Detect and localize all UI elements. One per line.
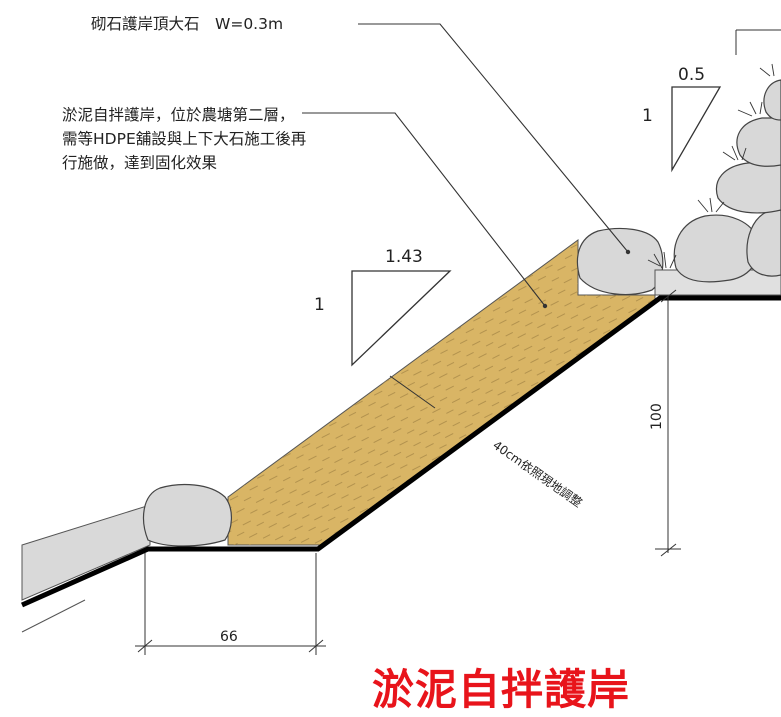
stone-wall-rock-4 — [736, 117, 781, 167]
left-ground-hairline — [21, 599, 86, 633]
sludge-leader-dot — [542, 303, 548, 309]
main-slope-rise-label: 1 — [314, 295, 325, 315]
upper-slope-rise-label: 1 — [642, 106, 653, 126]
sludge-fill-hatch — [228, 240, 655, 545]
hdpe-liner — [148, 295, 781, 552]
sludge-leader — [302, 112, 546, 307]
stone-wall-rock-2 — [746, 209, 781, 277]
slope-section-mark — [389, 375, 436, 409]
drawing-title: 淤泥自拌護岸 — [372, 665, 631, 714]
stone-wall-rock-5 — [763, 79, 781, 121]
main-slope-triangle — [351, 270, 452, 367]
height-dimension-label: 100 — [649, 403, 665, 430]
grass-tufts — [647, 63, 775, 269]
thickness-note: 40cm依照現地調整 — [490, 437, 585, 510]
top-stone-leader — [358, 23, 629, 253]
sludge-note: 淤泥自拌護岸，位於農塘第二層，需等HDPE舖設與上下大石施工後再行施做，達到固化… — [62, 106, 307, 172]
height-dimension — [655, 289, 681, 557]
main-slope-run-label: 1.43 — [385, 247, 423, 267]
upper-slope-triangle — [671, 86, 722, 173]
lower-rock — [142, 483, 232, 547]
upper-slope-run-label: 0.5 — [678, 65, 705, 85]
top-stone-label: 砌石護岸頂大石 W=0.3m — [91, 15, 284, 33]
stone-wall-rock-1 — [673, 214, 760, 283]
left-ground-fill — [21, 504, 151, 601]
width-dimension — [135, 553, 326, 655]
width-dimension-label: 66 — [220, 629, 238, 645]
top-stone-leader-dot — [625, 249, 631, 255]
top-rock — [576, 227, 664, 296]
stone-wall-rock-3 — [715, 161, 781, 214]
